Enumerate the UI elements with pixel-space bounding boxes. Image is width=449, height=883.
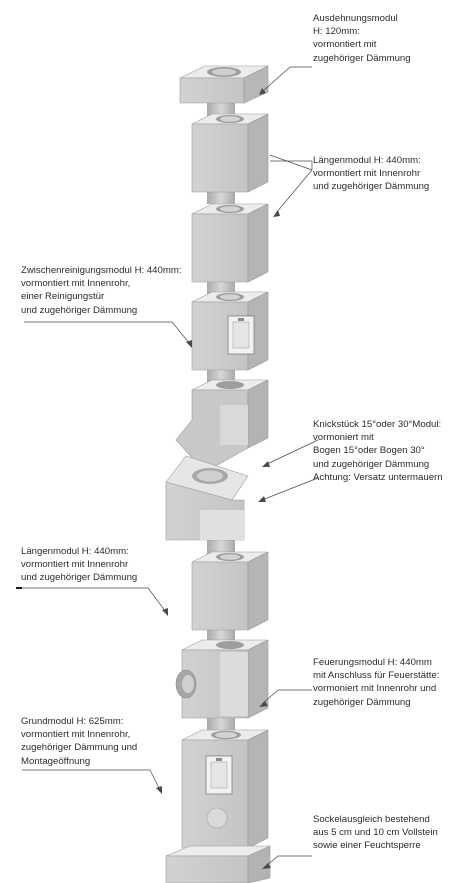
marker-bar	[16, 587, 22, 589]
label-feuerungsmodul: Feuerungsmodul H: 440mm mit Anschluss fü…	[313, 657, 440, 708]
sockel-shape	[165, 845, 271, 883]
label-knickstueck: Knickstück 15°oder 30°Modul: vormoniert …	[313, 419, 443, 483]
laengenmodul-oben-shape	[191, 113, 269, 193]
label-zwischenreinigungsmodul: Zwischenreinigungsmodul H: 440mm: vormon…	[21, 265, 182, 316]
knickstueck-shape	[165, 379, 269, 541]
laengenmodul-unten-shape	[191, 551, 269, 631]
leader-lines	[22, 66, 319, 869]
grundmodul-shape	[181, 729, 269, 849]
zwischenreinigungsmodul-shape	[191, 291, 269, 371]
ausdehnungsmodul-shape	[179, 65, 269, 104]
label-laengenmodul-oben: Längenmodul H: 440mm: vormontiert mit In…	[313, 155, 430, 193]
label-ausdehnungsmodul: Ausdehnungsmodul H: 120mm: vormontiert m…	[313, 13, 411, 64]
laengenmodul-oben-2-shape	[191, 203, 269, 283]
label-sockelausgleich: Sockelausgleich bestehend aus 5 cm und 1…	[313, 814, 438, 852]
label-laengenmodul-unten: Längenmodul H: 440mm: vormontiert mit In…	[21, 546, 138, 584]
feuerungsmodul-shape	[175, 639, 269, 719]
label-grundmodul: Grundmodul H: 625mm: vormontiert mit Inn…	[21, 716, 138, 767]
